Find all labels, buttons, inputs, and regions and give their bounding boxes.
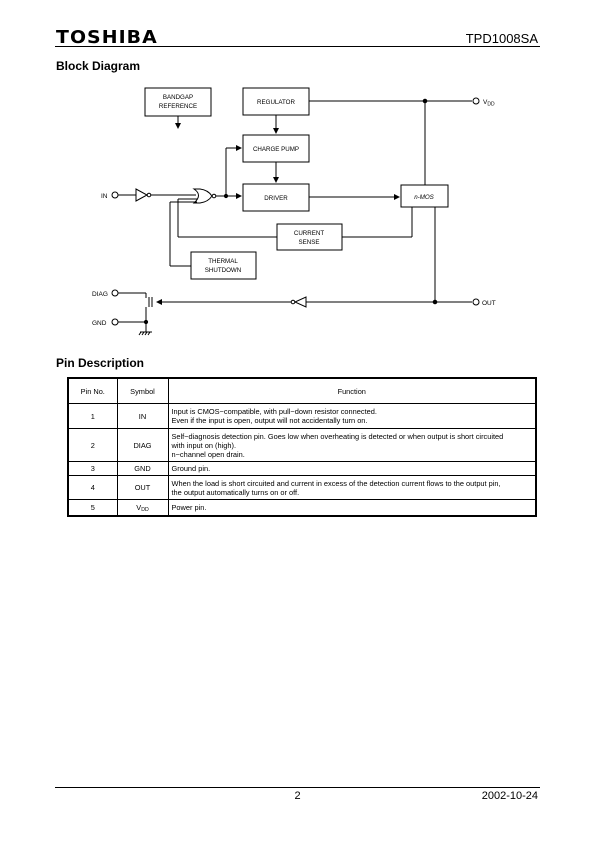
pin-label-in: IN [101, 193, 108, 200]
pin-number: 4 [67, 475, 118, 500]
pin-function: Power pin. [167, 499, 537, 517]
pin-label-diag: DIAG [92, 291, 108, 298]
pin-function: Self−diagnosis detection pin. Goes low w… [167, 428, 537, 462]
toshiba-logo: TOSHIBA [56, 27, 158, 48]
pin-symbol: OUT [116, 475, 169, 500]
pin-description-heading: Pin Description [56, 356, 145, 370]
pin-number: 3 [67, 461, 118, 476]
table-header-row: Pin No. Symbol Function [67, 377, 537, 404]
pin-symbol: DIAG [116, 428, 169, 462]
table-row: 3 GND Ground pin. [67, 461, 537, 476]
thermal-shutdown-block [190, 251, 257, 280]
table-row: 4 OUT When the load is short circuited a… [67, 475, 537, 500]
pin-number: 2 [67, 428, 118, 462]
pin-function: When the load is short circuited and cur… [167, 475, 537, 500]
table-row: 1 IN Input is CMOS−compatible, with pull… [67, 403, 537, 429]
pin-description-table: Pin No. Symbol Function 1 IN Input is CM… [67, 377, 537, 517]
header-function: Function [167, 377, 537, 404]
document-date: 2002-10-24 [481, 790, 538, 802]
page-number: 2 [294, 790, 301, 802]
driver-label: DRIVER [264, 195, 288, 202]
table-row: 2 DIAG Self−diagnosis detection pin. Goe… [67, 428, 537, 462]
regulator-label: REGULATOR [257, 99, 295, 106]
charge-pump-label: CHARGE PUMP [253, 146, 299, 153]
pin-label-vdd: VDD [483, 99, 495, 108]
pin-function: Input is CMOS−compatible, with pull−down… [167, 403, 537, 429]
pin-symbol: GND [116, 461, 169, 476]
footer-rule [55, 787, 540, 788]
bandgap-reference-block [144, 87, 212, 117]
current-sense-label-1: CURRENT [294, 230, 324, 237]
thermal-label-2: SHUTDOWN [205, 267, 241, 274]
current-sense-block [276, 223, 343, 251]
pin-label-out: OUT [482, 300, 496, 307]
pin-function: Ground pin. [167, 461, 537, 476]
header-symbol: Symbol [116, 377, 169, 404]
pin-number: 1 [67, 403, 118, 429]
nmos-label: n-MOS [414, 194, 434, 201]
part-number: TPD1008SA [465, 31, 538, 46]
pin-symbol: VDD [116, 499, 169, 517]
header-pin-no: Pin No. [67, 377, 118, 404]
block-diagram-heading: Block Diagram [56, 59, 141, 73]
current-sense-label-2: SENSE [299, 239, 320, 246]
pin-symbol: IN [116, 403, 169, 429]
pin-number: 5 [67, 499, 118, 517]
bandgap-label-1: BANDGAP [163, 94, 193, 101]
pin-label-gnd: GND [92, 320, 107, 327]
header-rule [55, 46, 540, 47]
bandgap-label-2: REFERENCE [159, 103, 197, 110]
table-row: 5 VDD Power pin. [67, 499, 537, 517]
thermal-label-1: THERMAL [208, 258, 238, 265]
